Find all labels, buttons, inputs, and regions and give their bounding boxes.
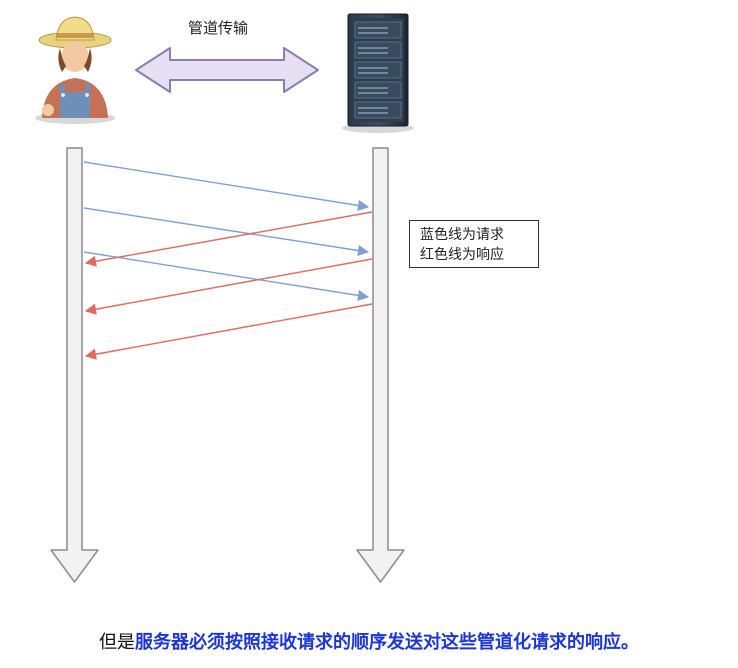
transport-label: 管道传输	[188, 17, 248, 38]
response-arrow-2	[86, 259, 372, 311]
caption: 但是服务器必须按照接收请求的顺序发送对这些管道化请求的响应。	[0, 628, 738, 654]
legend-box: 蓝色线为请求 红色线为响应	[409, 220, 539, 268]
response-arrow-1	[86, 212, 372, 263]
client-lifeline	[51, 148, 98, 582]
response-arrow-3	[86, 304, 372, 356]
pipeline-sequence-diagram	[0, 0, 738, 600]
legend-request-line: 蓝色线为请求	[420, 225, 538, 245]
request-arrow-3	[84, 252, 368, 297]
request-arrow-2	[84, 208, 368, 252]
caption-prefix: 但是	[99, 632, 135, 653]
caption-suffix: 。	[621, 632, 639, 653]
transport-double-arrow	[136, 48, 318, 92]
farmer-person-icon	[35, 17, 115, 124]
request-arrow-1	[84, 162, 368, 207]
legend-response-line: 红色线为响应	[420, 245, 538, 265]
server-rack-icon	[342, 14, 414, 133]
caption-emphasis: 服务器必须按照接收请求的顺序发送对这些管道化请求的响应	[135, 632, 621, 653]
